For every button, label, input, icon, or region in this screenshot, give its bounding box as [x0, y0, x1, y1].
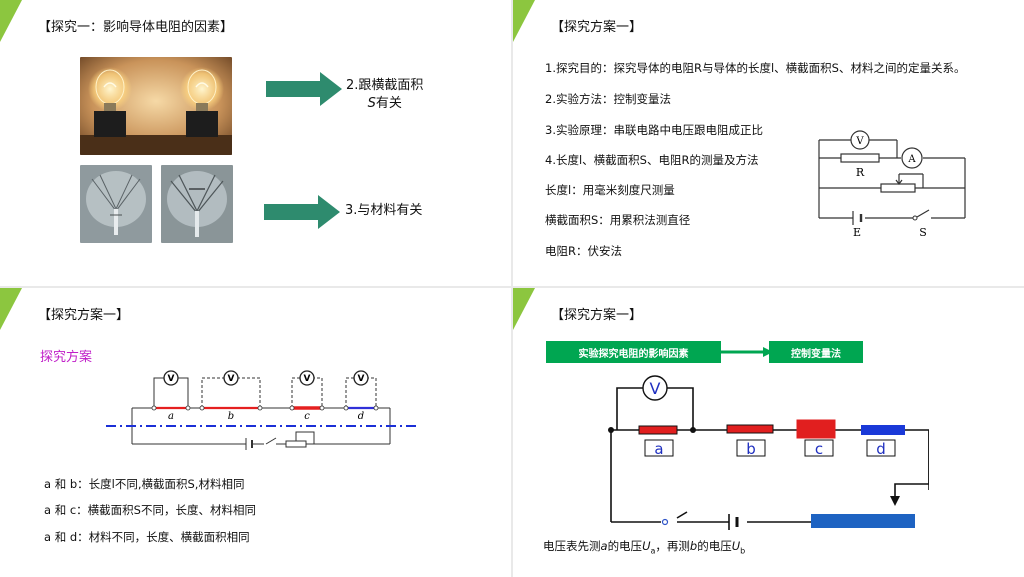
note-sub-b: b: [740, 546, 746, 556]
measurement-note: 电压表先测a的电压Ua，再测b的电压Ub: [543, 538, 745, 555]
text-line: 横截面积S：用累积法测直径: [545, 213, 691, 227]
slide-title: 【探究方案一】: [551, 20, 643, 35]
slide-1: 【探究一：影响导体电阻的因素】: [0, 0, 511, 286]
arrow1-line1: 2.跟横截面积: [346, 78, 424, 93]
note-var-u: U: [731, 539, 741, 553]
resistor-label: R: [856, 166, 865, 179]
note-text: ，再测: [655, 539, 690, 553]
arrow-right-icon: [264, 195, 340, 229]
note-text: 的电压: [697, 539, 732, 553]
arrow1-label: 2.跟横截面积 S有关: [346, 77, 423, 113]
text-line: 1.探究目的：探究导体的电阻R与导体的长度l、横截面积S、材料之间的定量关系。: [545, 61, 966, 75]
wire-a: [638, 425, 678, 435]
arrow-right-icon: [721, 347, 773, 357]
corner-accent: [0, 288, 22, 330]
section-heading: 探究方案: [40, 350, 93, 365]
text-line: 3.实验原理：串联电路中电压跟电阻成正比: [545, 123, 763, 137]
wire-c: [796, 419, 836, 439]
note-text: 电压表先测: [543, 539, 601, 553]
arrow2-label: 3.与材料有关: [345, 203, 423, 218]
voltmeter-label: V: [855, 136, 864, 147]
note-var-b: b: [689, 539, 698, 553]
note-text: 的电压: [607, 539, 643, 553]
text-line: 4.长度l、横截面积S、电阻R的测量及方法: [545, 153, 759, 167]
wire-b: [726, 424, 774, 434]
slide-3: 【探究方案一】 探究方案: [0, 288, 511, 577]
battery-label: E: [853, 226, 861, 239]
slide-title: 【探究方案一】: [38, 308, 130, 323]
measurement-circuit-diagram: V a b c d: [608, 375, 929, 530]
wire-label-d: d: [358, 411, 364, 422]
comparison-line: a 和 b：长度l不同,横截面积S,材料相同: [44, 477, 245, 491]
voltmeter-label: V: [358, 374, 365, 384]
slide-4: 【探究方案一】 实验探究电阻的影响因素 控制变量法 V: [513, 288, 1024, 577]
switch-label: S: [919, 226, 927, 239]
arrow-right-icon: [266, 72, 342, 106]
bulbs-photo: [80, 57, 232, 155]
label-d: d: [876, 440, 886, 458]
voltmeter-label: V: [304, 374, 311, 384]
arrow1-line2: S有关: [346, 95, 423, 113]
filament-photo-right: [161, 165, 233, 243]
concept-box-factors: 实验探究电阻的影响因素: [546, 341, 721, 363]
filament-illustration: [161, 165, 233, 243]
wires-circuit-diagram: V V V V a b c d: [106, 370, 416, 450]
corner-accent: [513, 0, 535, 42]
slide-title: 【探究一：影响导体电阻的因素】: [38, 20, 234, 35]
voltmeter-label: V: [650, 379, 661, 398]
slide-title: 【探究方案一】: [551, 308, 643, 323]
text-line: 2.实验方法：控制变量法: [545, 92, 671, 106]
note-sub-a: a: [650, 546, 656, 556]
label-c: c: [815, 440, 823, 458]
label-a: a: [654, 440, 663, 458]
ammeter-icon: [901, 147, 923, 169]
corner-accent: [0, 0, 22, 42]
note-var-a: a: [600, 539, 608, 553]
circuit-diagram: V A R E S: [818, 130, 966, 239]
bulbs-illustration: [80, 57, 232, 155]
arrow1-line2-rest: 有关: [375, 96, 402, 111]
wire-label-c: c: [304, 411, 310, 422]
wire-d: [861, 425, 905, 435]
comparison-line: a 和 d：材料不同，长度、横截面积相同: [44, 530, 250, 544]
var-s: S: [367, 96, 376, 111]
rheostat: [811, 514, 915, 528]
concept-box-method: 控制变量法: [769, 341, 863, 363]
wire-label-b: b: [228, 411, 234, 422]
voltmeter-label: V: [228, 374, 235, 384]
wire-label-a: a: [168, 411, 174, 422]
note-var-u: U: [642, 539, 651, 553]
voltmeter-icon: [642, 375, 668, 401]
slide-2: 【探究方案一】 1.探究目的：探究导体的电阻R与导体的长度l、横截面积S、材料之…: [513, 0, 1024, 286]
text-line: 长度l：用毫米刻度尺测量: [545, 183, 675, 197]
text-line: 电阻R：伏安法: [545, 244, 622, 258]
corner-accent: [513, 288, 535, 330]
voltmeter-label: V: [168, 374, 175, 384]
ammeter-label: A: [907, 154, 916, 165]
filament-illustration: [80, 165, 152, 243]
voltmeter-icon: [850, 130, 870, 150]
filament-photo-left: [80, 165, 152, 243]
label-b: b: [746, 440, 756, 458]
comparison-line: a 和 c：横截面积S不同，长度、材料相同: [44, 503, 256, 517]
